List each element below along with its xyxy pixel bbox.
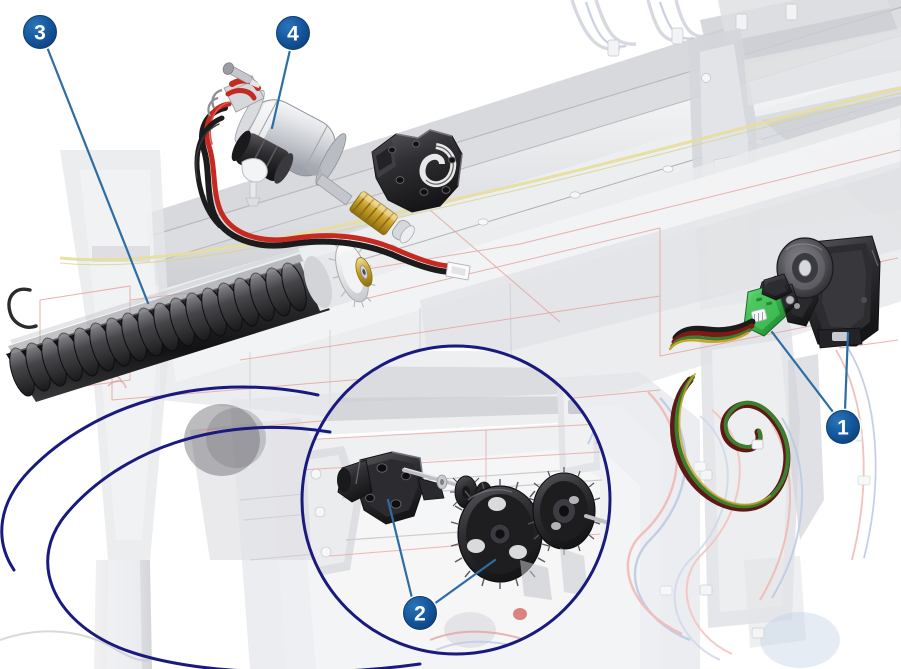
callout-4-number: 4 — [287, 23, 299, 46]
callout-2-number: 2 — [414, 603, 426, 626]
motor-clip — [241, 158, 268, 207]
cable-loop — [670, 373, 791, 512]
magnifier-circle-outline — [300, 344, 612, 656]
ghost-right-lower — [699, 318, 840, 668]
callout-3-number: 3 — [34, 22, 46, 45]
sensor-cable — [668, 318, 756, 351]
callout-1[interactable]: 1 — [824, 408, 862, 446]
gear-screw — [436, 474, 448, 490]
leader-2-b — [432, 558, 497, 606]
main-gear[interactable] — [450, 479, 550, 589]
ghost-yellow-loom — [59, 86, 901, 262]
callout-2[interactable]: 2 — [401, 594, 439, 632]
ghost-harness-box — [570, 0, 898, 72]
motor-mount-bracket[interactable] — [371, 129, 463, 213]
callout-1-number: 1 — [837, 417, 849, 440]
motor-terminal-block — [207, 62, 265, 117]
worm-gear-shaft — [315, 173, 415, 244]
callout-3[interactable]: 3 — [21, 13, 59, 51]
part-motor-assembly[interactable] — [194, 61, 471, 281]
callout-balloons[interactable]: 3 4 1 2 — [21, 13, 862, 632]
leader-4-a — [270, 48, 292, 130]
drive-disc — [776, 237, 834, 299]
part-sensor-and-drive-module[interactable] — [668, 235, 881, 351]
motor-connector — [445, 261, 471, 281]
callout-leader-lines — [45, 45, 850, 606]
detail-magnifier — [0, 344, 617, 669]
leader-1-a — [770, 330, 835, 414]
leader-2-a — [386, 498, 414, 600]
magnifier-cone — [0, 385, 422, 669]
part-spiral-roller[interactable] — [5, 231, 383, 402]
callout-4[interactable]: 4 — [274, 14, 312, 52]
roller-helical-ridges — [8, 248, 307, 397]
roller-drive-gear — [300, 236, 376, 311]
magnifier-content — [302, 346, 617, 654]
secondary-gear[interactable] — [527, 467, 617, 555]
leader-3-a — [45, 45, 150, 305]
motor-wire-harness — [194, 101, 455, 275]
leader-1-b — [843, 331, 850, 412]
